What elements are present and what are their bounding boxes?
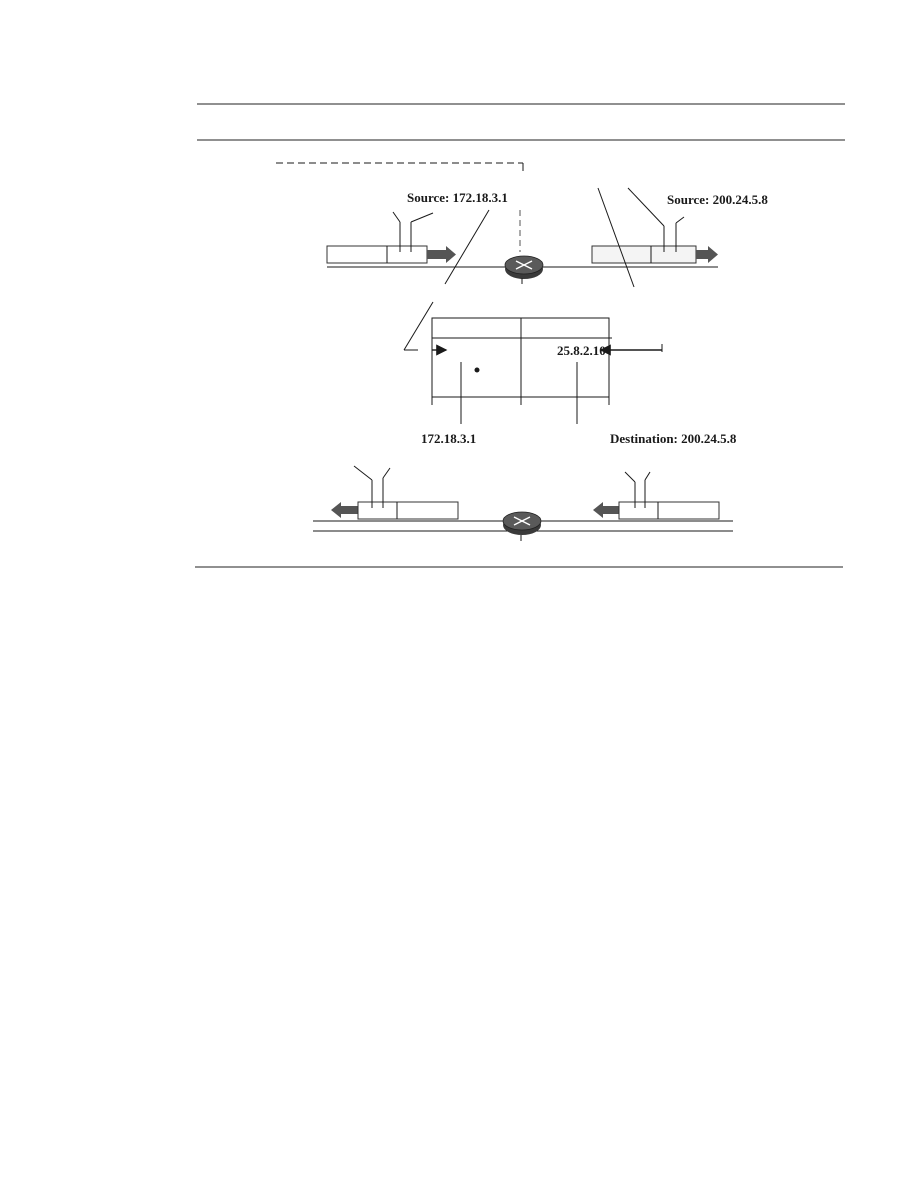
bottom-left-packet [331, 501, 459, 520]
bottom-right-pointer-1b [624, 471, 636, 483]
table-dot [474, 367, 480, 373]
left-leader-upper [444, 209, 490, 285]
top-left-pointer-2b [410, 212, 434, 223]
left-leader-lower [403, 301, 434, 351]
router-icon [504, 255, 544, 279]
top-left-packet [326, 245, 456, 264]
top-right-pointer-1b [627, 187, 665, 227]
top-source-label: Source: 172.18.3.1 [407, 190, 508, 205]
bottom-left-pointer-2b [382, 467, 391, 479]
top-right-pointer-2b [675, 216, 685, 224]
right-leader [597, 187, 635, 288]
bottom-right-packet [593, 501, 720, 520]
translation-table [431, 317, 612, 405]
bottom-right-dest-label: Destination: 200.24.5.8 [610, 431, 737, 446]
table-entry: 25.8.2.10 [557, 343, 606, 358]
bottom-left-pointer-1b [353, 465, 373, 481]
top-right-source-label: Source: 200.24.5.8 [667, 192, 768, 207]
top-left-pointer-1b [392, 211, 401, 223]
top-right-packet [591, 245, 718, 264]
bottom-left-dest-label: 172.18.3.1 [421, 431, 476, 446]
router-icon-bottom [502, 511, 542, 535]
bottom-right-pointer-2b [644, 471, 651, 481]
